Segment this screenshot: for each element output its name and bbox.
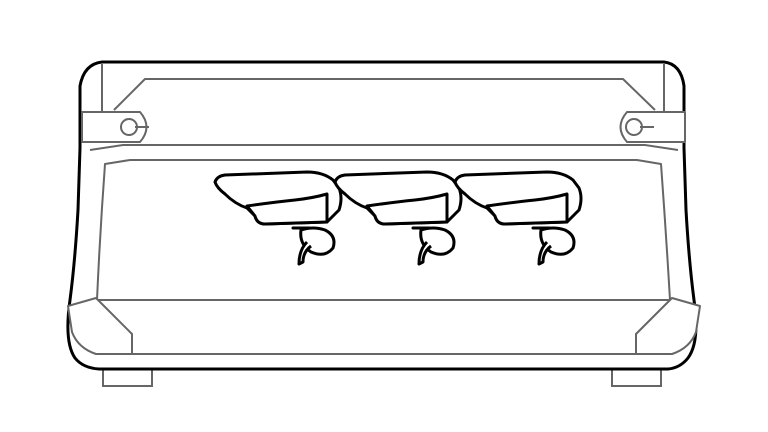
right-bevel	[635, 297, 701, 355]
front-panel-shadow	[89, 144, 679, 151]
left-bevel	[67, 297, 133, 355]
top-panel	[113, 78, 656, 111]
left-foot	[102, 368, 153, 387]
bolt-icon	[120, 118, 138, 136]
right-bracket	[619, 111, 686, 143]
right-foot	[611, 368, 662, 387]
left-bracket	[81, 111, 149, 143]
bolt-icon	[625, 118, 643, 136]
